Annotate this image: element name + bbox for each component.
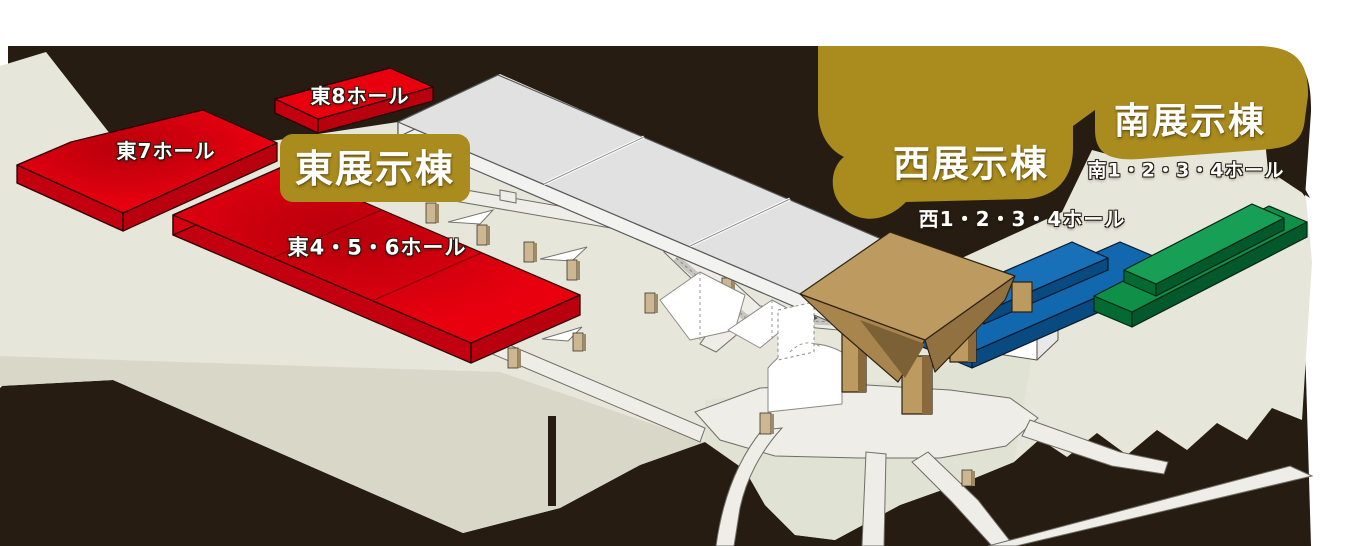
south-hall-1234-block [1093, 203, 1308, 328]
road-east [1021, 419, 1169, 475]
east-building-badge [280, 134, 470, 202]
ramp-sails [447, 209, 588, 342]
label-south-hall-1234: 南1・2・3・4ホール [1087, 159, 1285, 182]
west-south-building-blob [818, 46, 1309, 219]
east-hall-8-block [274, 67, 434, 134]
entrance-buildings [659, 271, 1059, 413]
label-east-building: 東展示棟 [294, 147, 456, 191]
label-west-hall-1234: 西1・2・3・4ホール [918, 207, 1126, 231]
label-east-hall-7: 東7ホール [116, 139, 216, 163]
road-south [861, 451, 887, 546]
central-plaza [694, 383, 1039, 459]
east-hall-7-block [16, 109, 278, 232]
label-east-hall-8: 東8ホール [310, 84, 410, 108]
road-bottom-right [987, 465, 1314, 546]
gold-label-shapes [280, 46, 1309, 219]
walkway-pillars [425, 202, 975, 487]
east-hall-456-block [172, 166, 581, 364]
label-east-hall-456: 東4・5・6ホール [287, 235, 467, 260]
label-south-building: 南展示棟 [1113, 101, 1267, 142]
label-west-building: 西展示棟 [893, 142, 1049, 186]
conference-tower [799, 231, 1033, 415]
road-south-east [911, 451, 1015, 546]
